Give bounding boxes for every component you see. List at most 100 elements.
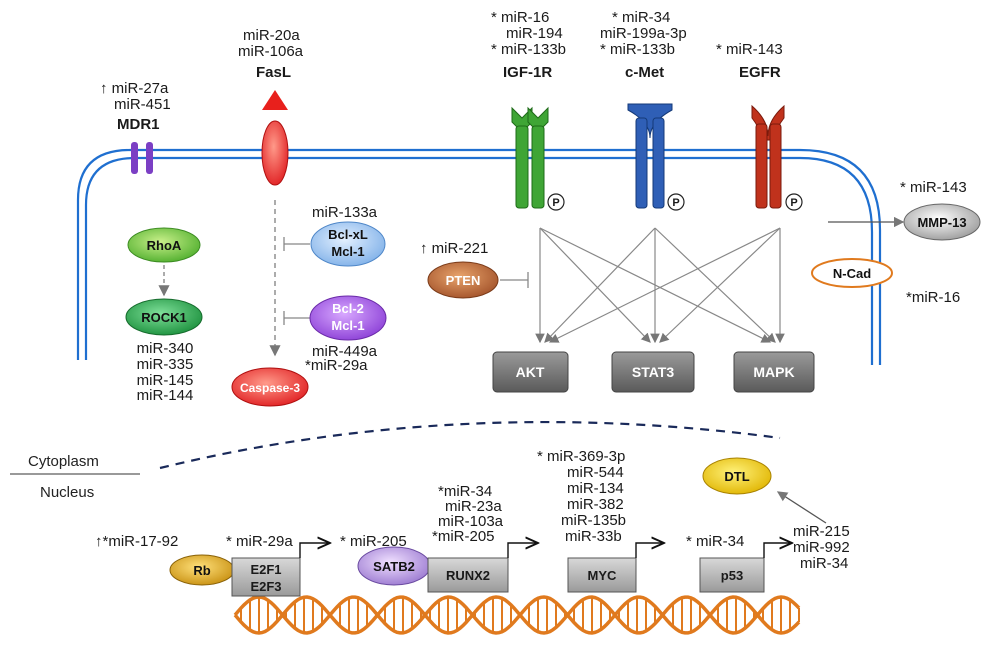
receptor-crosstalk-arrows [535, 227, 785, 344]
igf1r-label: IGF-1R [503, 64, 552, 81]
fasl-mir-2: miR-106a [238, 43, 304, 60]
dtl-node [702, 457, 772, 495]
rock1-label: ROCK1 [141, 310, 187, 325]
dtl-mir-1: miR-215 [793, 523, 850, 540]
fas-receptor [261, 120, 289, 186]
ncad-label: N-Cad [833, 266, 871, 281]
myc-mir-2: miR-544 [567, 464, 624, 481]
caspase3-label: Caspase-3 [240, 381, 300, 395]
fasl-ligand-triangle [262, 90, 288, 110]
cmet-phospho-label: P [672, 197, 679, 209]
bcl2-label: Bcl-2 [332, 301, 364, 316]
runx2-mir-4: *miR-205 [432, 528, 495, 545]
rhoa-node [127, 227, 201, 263]
mmp13-mir: * miR-143 [900, 179, 967, 196]
egfr-phospho-icon [785, 193, 803, 211]
stat3-box [611, 351, 695, 393]
bcl2-mcl1-label: Mcl-1 [331, 318, 364, 333]
cmet-phospho-icon [667, 193, 685, 211]
p53-gene-box [699, 557, 765, 593]
satb2-mir: * miR-205 [340, 533, 407, 550]
mdr1-mir-1: ↑ miR-27a [100, 80, 169, 97]
myc-promoter-arrow [635, 543, 664, 558]
caspase3-node [231, 367, 309, 407]
e2f1-label: E2F1 [250, 562, 281, 577]
pten-node [427, 261, 499, 299]
e2f-mir: * miR-29a [226, 533, 293, 550]
myc-mir-5: miR-135b [561, 512, 626, 529]
runx2-mir-2: miR-23a [445, 498, 502, 515]
igf1r-mir-2: miR-194 [506, 25, 563, 42]
mapk-label: MAPK [753, 364, 794, 380]
rock1-mir-1: miR-340 [137, 340, 194, 357]
igf1r-phospho-label: P [552, 197, 559, 209]
igf1r-receptor [511, 106, 549, 209]
rb-label: Rb [193, 563, 210, 578]
bcl2-mir-1: miR-449a [312, 343, 378, 360]
nucleus-region-label: Nucleus [40, 484, 94, 501]
igf1r-phospho-icon [547, 193, 565, 211]
mmp13-node [903, 203, 981, 241]
stat3-label: STAT3 [632, 364, 674, 380]
rock1-mir-4: miR-144 [137, 387, 194, 404]
bclxl-label: Bcl-xL [328, 227, 368, 242]
dna-helix [233, 595, 801, 635]
rock1-mir-3: miR-145 [137, 372, 194, 389]
e2f3-label: E2F3 [250, 579, 281, 594]
myc-mir-6: miR-33b [565, 528, 622, 545]
igf1r-mir-1: * miR-16 [491, 9, 549, 26]
bcl2-mir-2: *miR-29a [305, 357, 368, 374]
e2f-gene-box [231, 557, 301, 597]
rb-mir: ↑*miR-17-92 [95, 533, 178, 550]
bclxl-mcl1-label: Mcl-1 [331, 244, 364, 259]
akt-box [492, 351, 569, 393]
ncad-mir: *miR-16 [906, 289, 960, 306]
cmet-receptor [627, 103, 673, 209]
fasl-label: FasL [256, 64, 291, 81]
cmet-label: c-Met [625, 64, 664, 81]
bclxl-mcl1-node [310, 221, 386, 267]
rhoa-label: RhoA [147, 238, 182, 253]
fasl-mir-1: miR-20a [243, 27, 300, 44]
egfr-mir-1: * miR-143 [716, 41, 783, 58]
runx2-mir-1: *miR-34 [438, 483, 492, 500]
myc-mir-4: miR-382 [567, 496, 624, 513]
dtl-mir-2: miR-992 [793, 539, 850, 556]
akt-label: AKT [516, 364, 545, 380]
mdr1-transporter [131, 142, 153, 174]
cmet-mir-1: * miR-34 [612, 9, 670, 26]
runx2-gene-box [427, 557, 509, 593]
mirs-to-dtl-arrow [776, 491, 827, 524]
myc-mir-3: miR-134 [567, 480, 624, 497]
p53-promoter-arrow [763, 543, 792, 558]
dtl-label: DTL [724, 469, 749, 484]
cmet-mir-3: * miR-133b [600, 41, 675, 58]
rock1-node [125, 298, 203, 336]
dna-strand-2 [233, 595, 801, 635]
runx2-label: RUNX2 [446, 568, 490, 583]
cell-membrane [76, 148, 882, 365]
egfr-phospho-label: P [790, 197, 797, 209]
p53-mir: * miR-34 [686, 533, 744, 550]
egfr-receptor [751, 104, 785, 209]
mmp13-label: MMP-13 [917, 215, 966, 230]
egfr-label: EGFR [739, 64, 781, 81]
p53-label: p53 [721, 568, 743, 583]
ncad-node [811, 258, 893, 288]
rock1-mir-2: miR-335 [137, 356, 194, 373]
bclxl-mir: miR-133a [312, 204, 378, 221]
satb2-label: SATB2 [373, 559, 415, 574]
mdr1-mir-2: miR-451 [114, 96, 171, 113]
myc-label: MYC [588, 568, 618, 583]
myc-gene-box [567, 557, 637, 593]
igf1r-mir-3: * miR-133b [491, 41, 566, 58]
mdr1-label: MDR1 [117, 116, 160, 133]
e2f-promoter-arrow [299, 543, 330, 558]
myc-mir-1: * miR-369-3p [537, 448, 625, 465]
runx2-mir-3: miR-103a [438, 513, 504, 530]
cmet-mir-2: miR-199a-3p [600, 25, 687, 42]
cytoplasm-region-label: Cytoplasm [28, 453, 99, 470]
pten-label: PTEN [446, 273, 481, 288]
bcl2-mcl1-node [309, 295, 387, 341]
